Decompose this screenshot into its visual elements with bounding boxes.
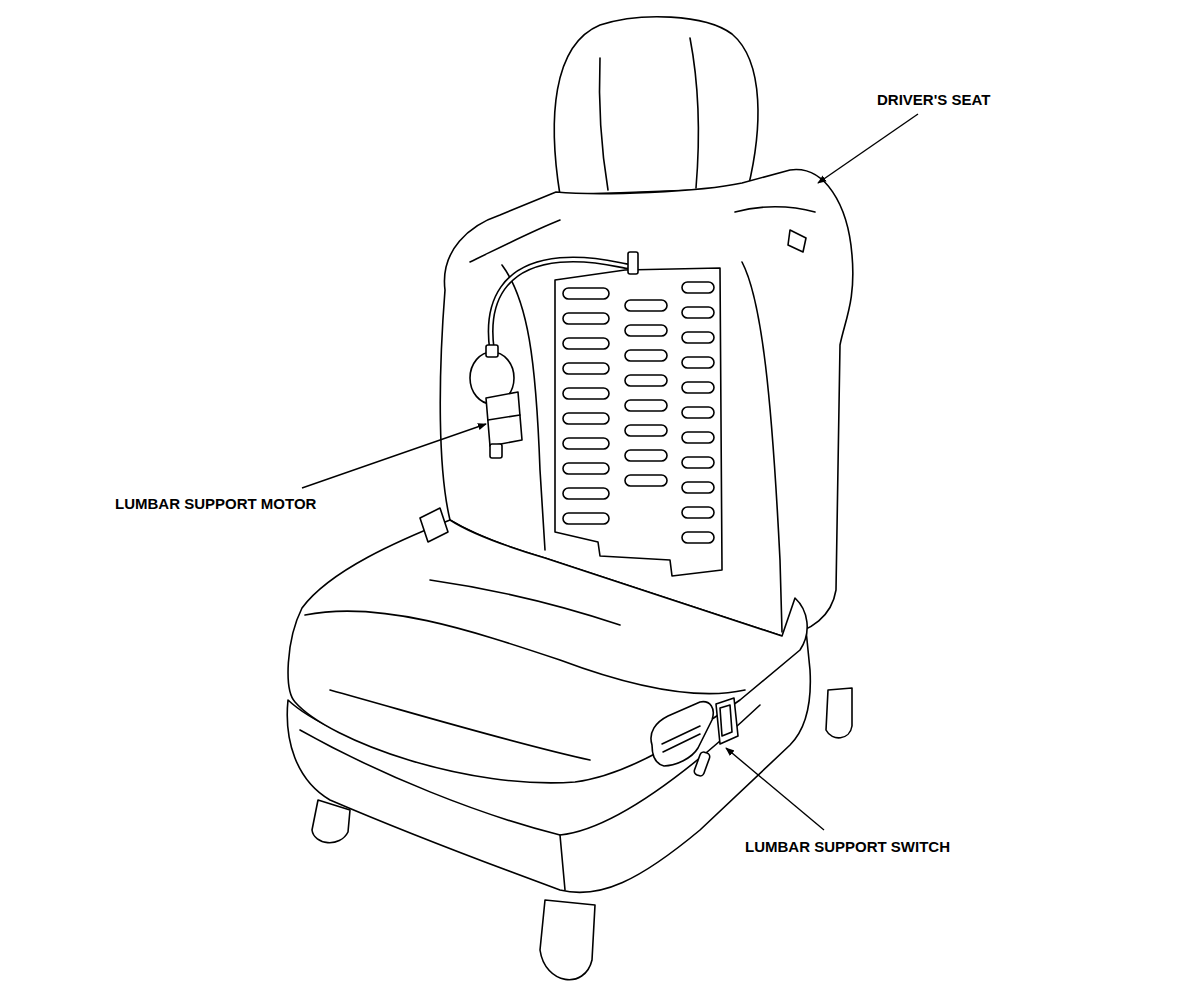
part-label: DRIVER'S SEAT xyxy=(875,91,992,109)
part-label: LUMBAR SUPPORT SWITCH xyxy=(743,838,952,856)
part-label: LUMBAR SUPPORT MOTOR xyxy=(113,495,318,513)
